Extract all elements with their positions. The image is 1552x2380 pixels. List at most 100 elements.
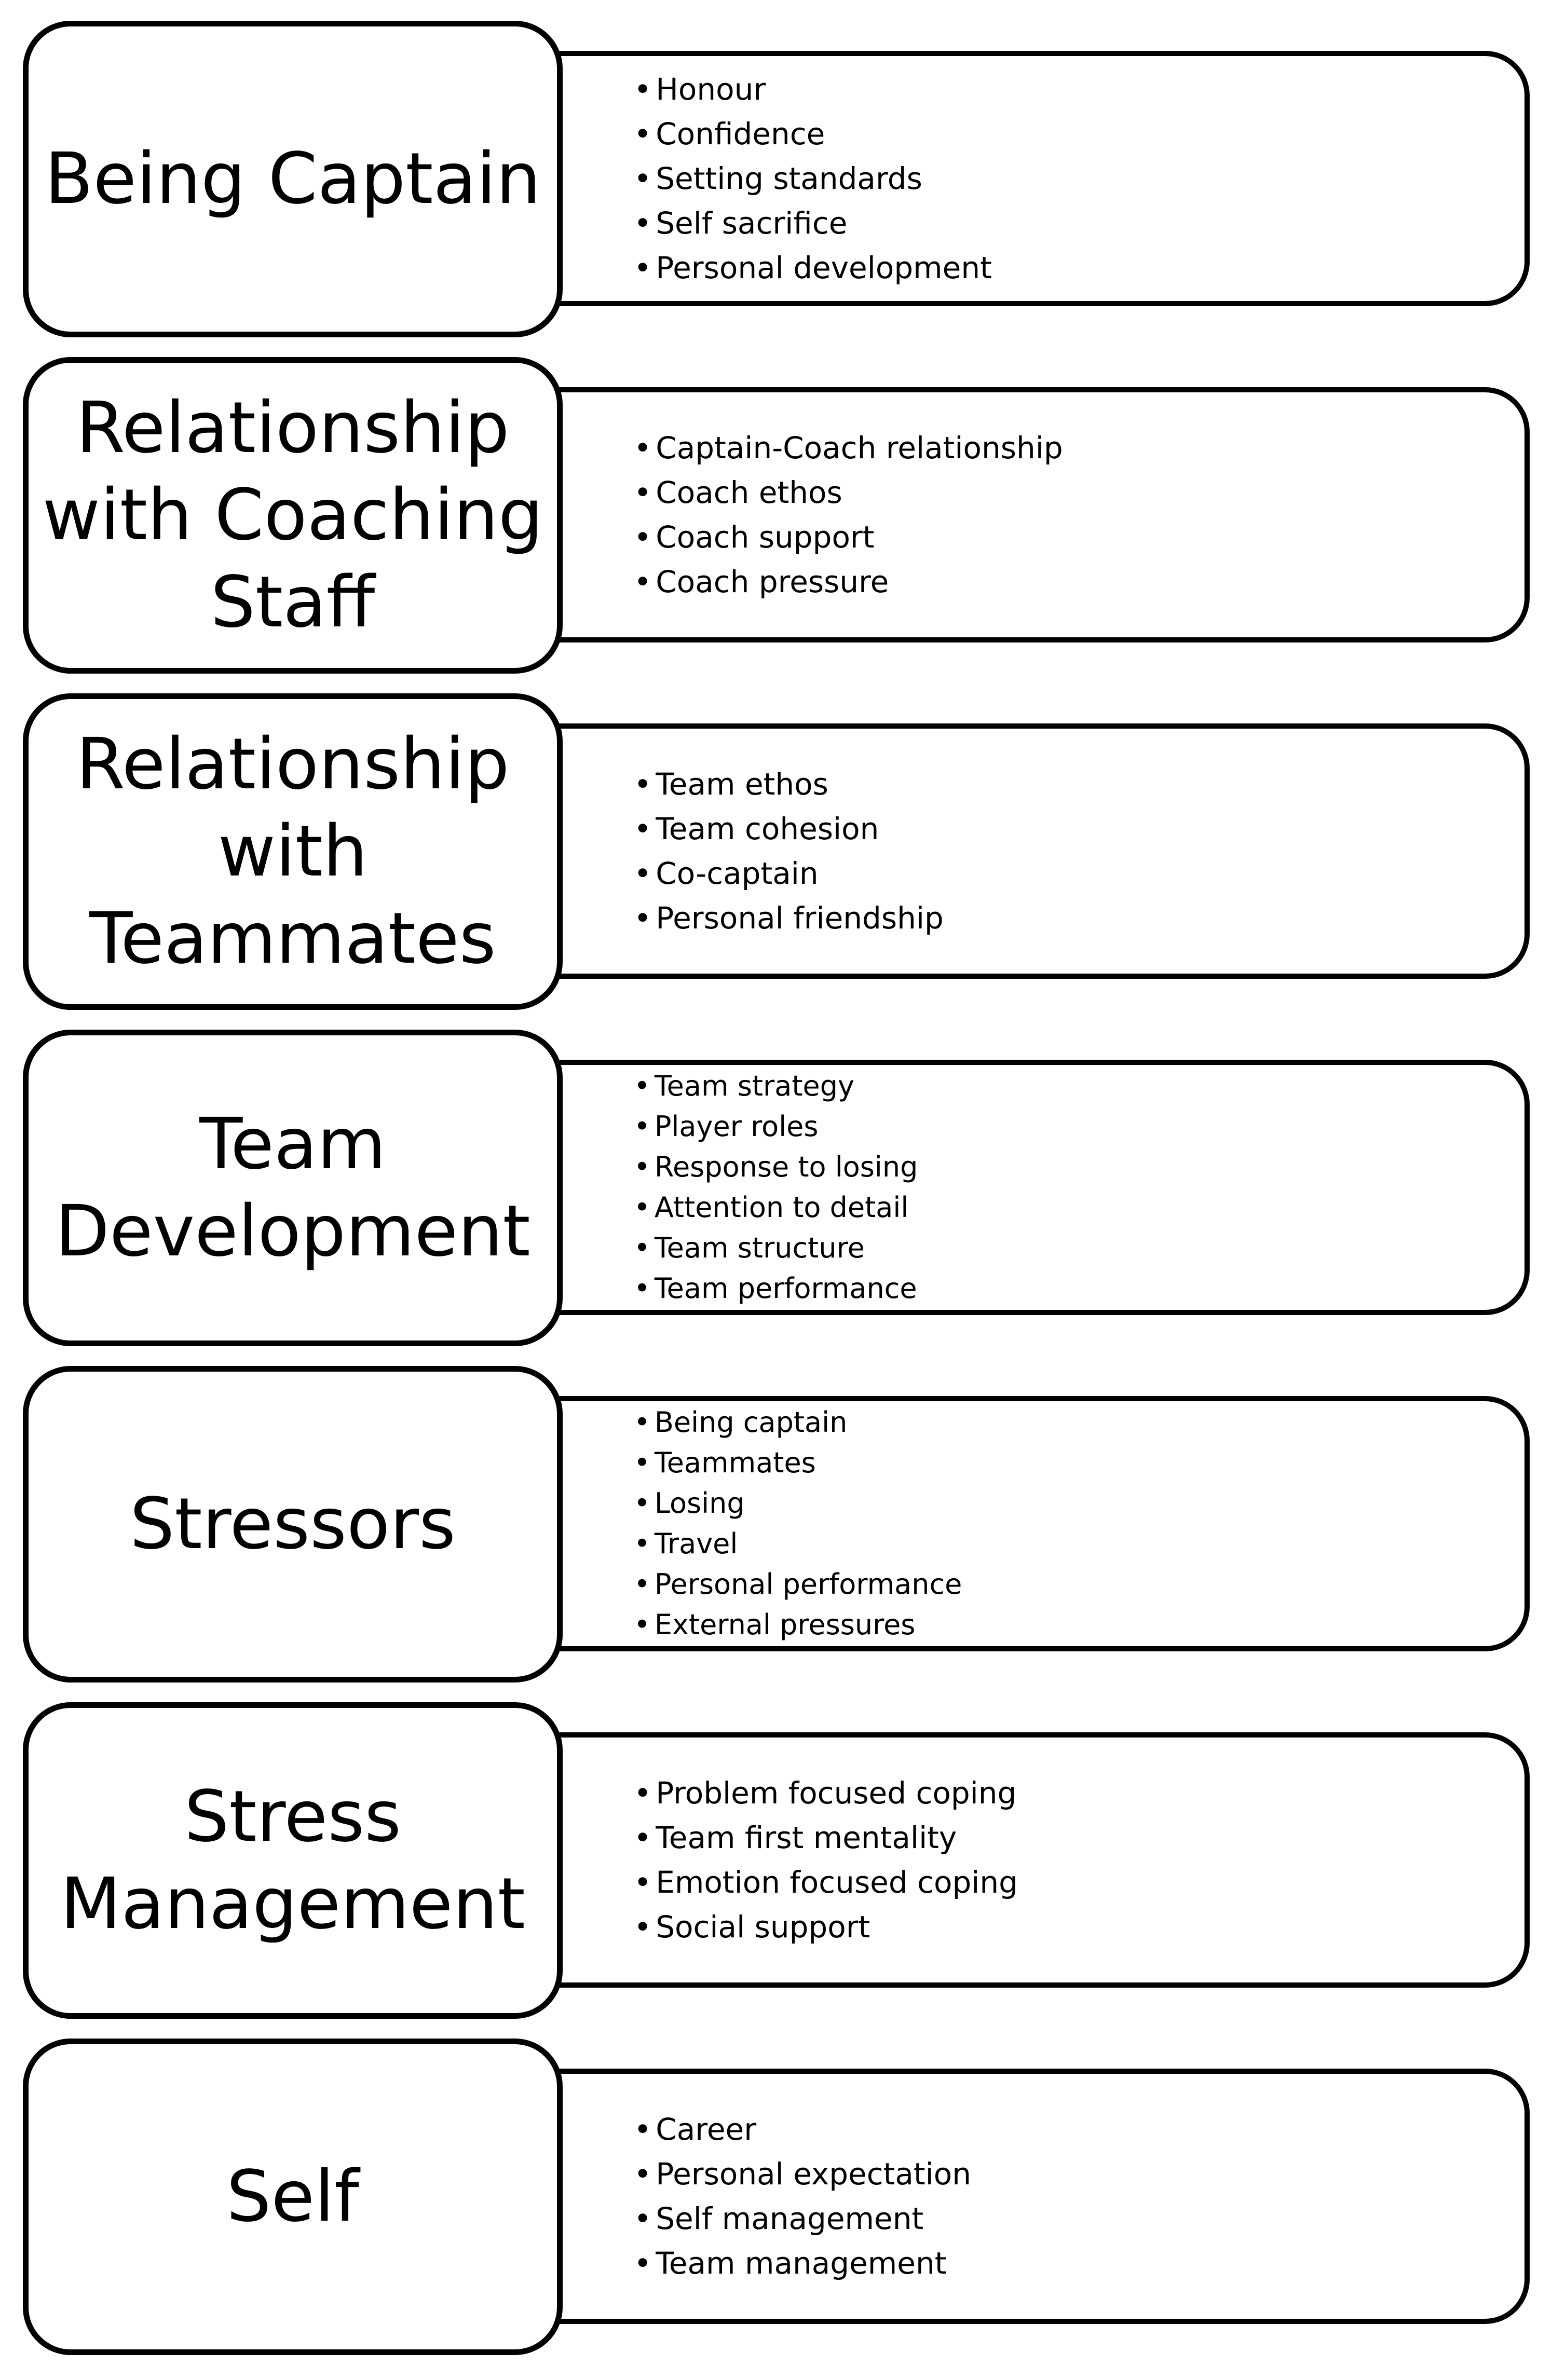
bullet-icon: •	[634, 1568, 650, 1601]
subtheme-item: •Team management	[634, 2241, 971, 2286]
theme-title: Self	[226, 2156, 359, 2238]
subtheme-item: •Travel	[634, 1524, 962, 1564]
subtheme-item: •Teammates	[634, 1443, 962, 1483]
subtheme-label: Attention to detail	[654, 1191, 909, 1224]
subtheme-label: Team ethos	[656, 767, 828, 802]
bullet-icon: •	[634, 811, 652, 846]
theme-row: •Team strategy•Player roles•Response to …	[0, 1030, 1552, 1351]
bullet-icon: •	[634, 1820, 652, 1855]
theme-title: Stressors	[130, 1483, 456, 1565]
bullet-icon: •	[634, 1232, 650, 1264]
subtheme-box: •Honour•Confidence•Setting standards•Sel…	[559, 51, 1530, 306]
subtheme-item: •Personal performance	[634, 1564, 962, 1605]
bullet-icon: •	[634, 1406, 650, 1439]
subtheme-label: Coach ethos	[656, 475, 842, 510]
bullet-icon: •	[634, 1865, 652, 1900]
subtheme-list: •Being captain•Teammates•Losing•Travel•P…	[559, 1402, 962, 1645]
bullet-icon: •	[634, 1151, 650, 1183]
subtheme-label: Being captain	[654, 1406, 848, 1439]
subtheme-item: •Team ethos	[634, 762, 944, 806]
bullet-icon: •	[634, 2246, 652, 2281]
subtheme-item: •Losing	[634, 1483, 962, 1524]
subtheme-label: Honour	[656, 72, 766, 107]
theme-row: •Career•Personal expectation•Self manage…	[0, 2039, 1552, 2360]
bullet-icon: •	[634, 1446, 650, 1479]
theme-row: •Team ethos•Team cohesion•Co-captain•Per…	[0, 693, 1552, 1015]
subtheme-item: •Attention to detail	[634, 1187, 918, 1228]
subtheme-box: •Team ethos•Team cohesion•Co-captain•Per…	[559, 723, 1530, 979]
bullet-icon: •	[634, 1191, 650, 1224]
bullet-icon: •	[634, 116, 652, 152]
subtheme-item: •Career	[634, 2107, 971, 2152]
subtheme-list: •Career•Personal expectation•Self manage…	[559, 2107, 971, 2286]
theme-box: Team Development	[23, 1030, 563, 1346]
subtheme-list: •Team ethos•Team cohesion•Co-captain•Per…	[559, 762, 944, 940]
bullet-icon: •	[634, 161, 652, 196]
theme-box: Being Captain	[23, 21, 563, 337]
bullet-icon: •	[634, 2201, 652, 2236]
subtheme-item: •Team structure	[634, 1228, 918, 1268]
bullet-icon: •	[634, 1070, 650, 1102]
subtheme-label: Team performance	[654, 1272, 917, 1305]
bullet-icon: •	[634, 519, 652, 555]
subtheme-item: •Team strategy	[634, 1066, 918, 1106]
subtheme-item: •Co-captain	[634, 851, 944, 896]
subtheme-item: •Problem focused coping	[634, 1771, 1018, 1815]
subtheme-label: Setting standards	[656, 161, 922, 196]
subtheme-label: Emotion focused coping	[656, 1865, 1018, 1900]
theme-box: Self	[23, 2039, 563, 2355]
theme-box: Stressors	[23, 1366, 563, 1683]
subtheme-label: Teammates	[654, 1446, 816, 1479]
bullet-icon: •	[634, 767, 652, 802]
subtheme-item: •Captain-Coach relationship	[634, 426, 1063, 470]
theme-box: Stress Management	[23, 1702, 563, 2019]
subtheme-item: •Coach pressure	[634, 559, 1063, 604]
subtheme-label: Personal development	[656, 250, 992, 285]
subtheme-list: •Honour•Confidence•Setting standards•Sel…	[559, 67, 992, 290]
subtheme-list: •Team strategy•Player roles•Response to …	[559, 1066, 918, 1309]
subtheme-label: Coach support	[656, 519, 875, 555]
subtheme-box: •Team strategy•Player roles•Response to …	[559, 1060, 1530, 1315]
bullet-icon: •	[634, 1775, 652, 1811]
subtheme-label: Personal performance	[654, 1568, 962, 1601]
subtheme-label: Team structure	[654, 1232, 865, 1264]
subtheme-item: •Team first mentality	[634, 1815, 1018, 1860]
subtheme-label: Personal friendship	[656, 900, 944, 936]
bullet-icon: •	[634, 900, 652, 936]
bullet-icon: •	[634, 1110, 650, 1143]
subtheme-item: •Emotion focused coping	[634, 1860, 1018, 1905]
subtheme-item: •Self management	[634, 2196, 971, 2241]
subtheme-label: Team strategy	[654, 1070, 854, 1102]
subtheme-item: •Personal expectation	[634, 2152, 971, 2196]
bullet-icon: •	[634, 206, 652, 241]
subtheme-item: •Confidence	[634, 112, 992, 156]
theme-row: •Being captain•Teammates•Losing•Travel•P…	[0, 1366, 1552, 1688]
subtheme-label: Coach pressure	[656, 564, 889, 599]
bullet-icon: •	[634, 2156, 652, 2192]
subtheme-item: •Social support	[634, 1905, 1018, 1949]
bullet-icon: •	[634, 1527, 650, 1560]
subtheme-label: Player roles	[654, 1110, 819, 1143]
subtheme-label: Social support	[656, 1909, 870, 1945]
subtheme-item: •Personal development	[634, 245, 992, 290]
subtheme-list: •Problem focused coping•Team first menta…	[559, 1771, 1018, 1949]
theme-title: Relationship with Teammates	[76, 723, 510, 980]
subtheme-box: •Career•Personal expectation•Self manage…	[559, 2069, 1530, 2324]
bullet-icon: •	[634, 2112, 652, 2147]
subtheme-label: Self sacrifice	[656, 206, 848, 241]
subtheme-item: •Self sacrifice	[634, 201, 992, 245]
theme-title: Team Development	[55, 1103, 530, 1273]
theme-title: Relationship with Coaching Staff	[42, 387, 543, 644]
subtheme-item: •External pressures	[634, 1605, 962, 1645]
subtheme-item: •Personal friendship	[634, 896, 944, 940]
subtheme-box: •Captain-Coach relationship •Coach ethos •…	[559, 387, 1530, 642]
theme-row: •Problem focused coping•Team first menta…	[0, 1702, 1552, 2024]
subtheme-label: Personal expectation	[656, 2156, 971, 2192]
subtheme-box: •Being captain•Teammates•Losing•Travel•P…	[559, 1396, 1530, 1651]
bullet-icon: •	[634, 1487, 650, 1520]
theme-row: •Honour•Confidence•Setting standards•Sel…	[0, 21, 1552, 343]
theme-title: Stress Management	[60, 1776, 525, 1945]
bullet-icon: •	[634, 856, 652, 891]
subtheme-list: •Captain-Coach relationship •Coach ethos •…	[559, 426, 1063, 604]
